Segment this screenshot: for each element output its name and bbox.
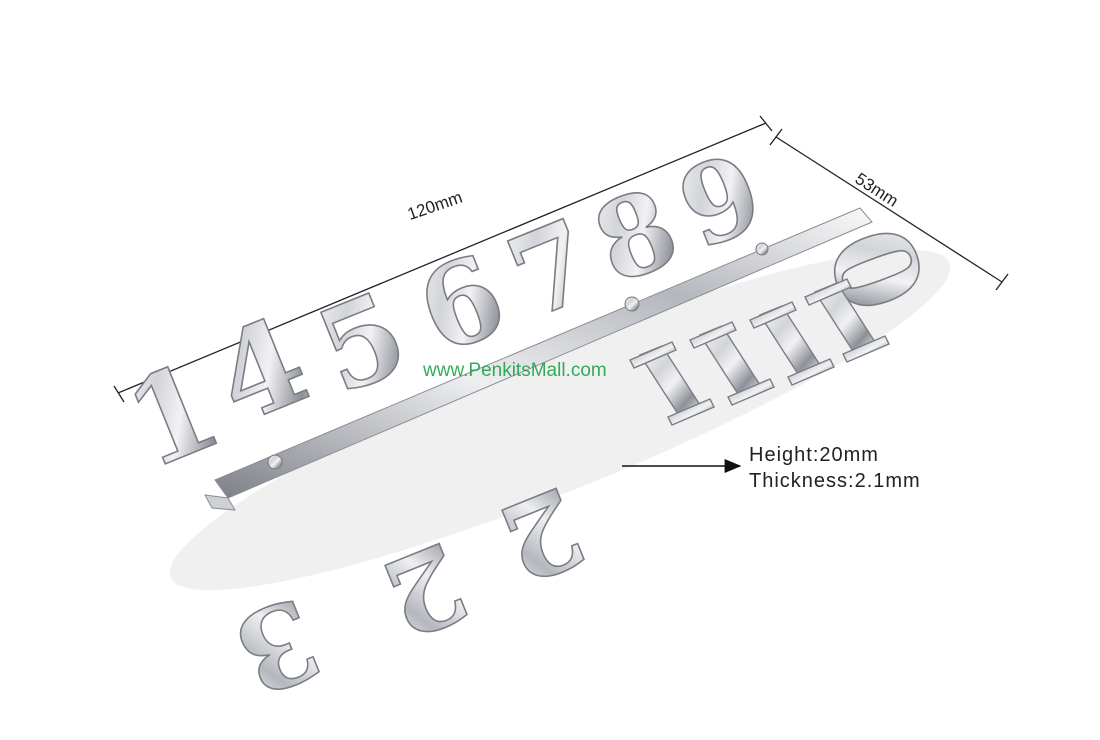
height-spec: Height:20mm: [749, 444, 879, 466]
numeral-5: 5: [300, 266, 425, 421]
numeral-3: 3: [218, 572, 337, 720]
sprue-bar: [204, 207, 873, 511]
clock-numerals-set: 1 4 5 6 7 8 9 0 3 2 2: [107, 128, 950, 720]
length-dimension-line: [113, 115, 773, 403]
numeral-2a: 2: [366, 517, 483, 662]
numeral-ones: [629, 278, 890, 426]
watermark: www.PenkitsMall.com: [423, 360, 607, 381]
thickness-spec: Thickness:2.1mm: [749, 470, 921, 492]
width-dimension-line: [769, 128, 1009, 291]
